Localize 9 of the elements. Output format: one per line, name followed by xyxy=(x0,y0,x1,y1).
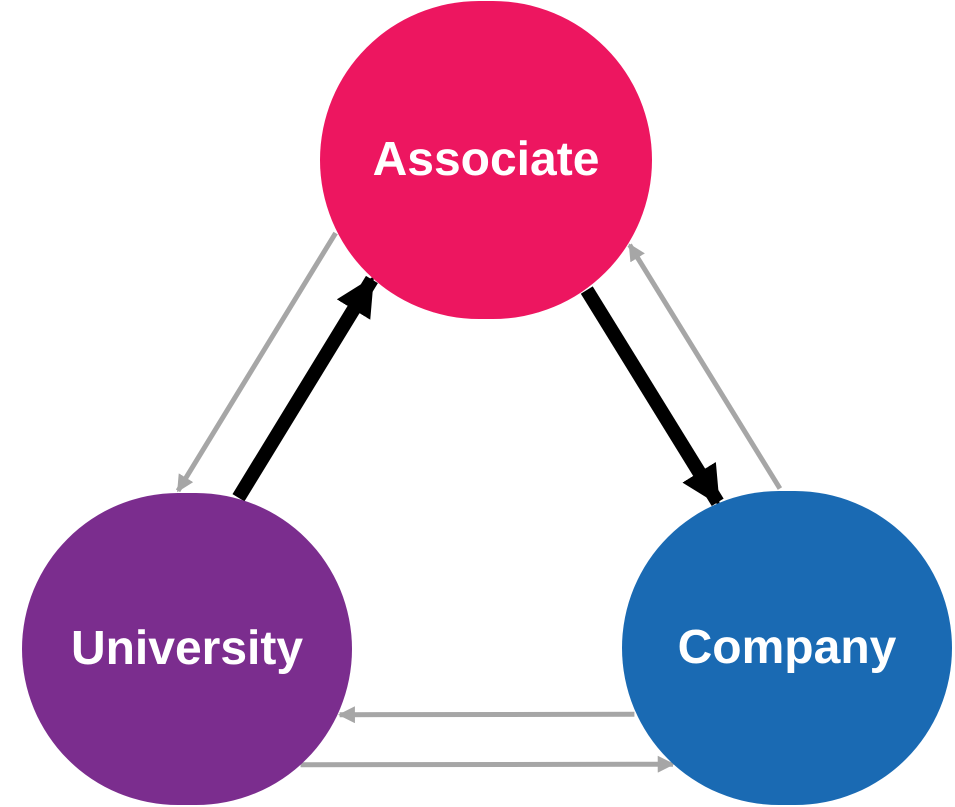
arrow xyxy=(580,286,724,506)
node-label: Associate xyxy=(372,136,600,184)
arrow xyxy=(300,756,675,773)
arrow xyxy=(176,232,338,492)
arrow xyxy=(627,243,782,490)
node-label: University xyxy=(70,625,304,673)
arrow xyxy=(338,706,634,724)
node-label: Company xyxy=(678,624,896,672)
arrow xyxy=(232,276,378,502)
